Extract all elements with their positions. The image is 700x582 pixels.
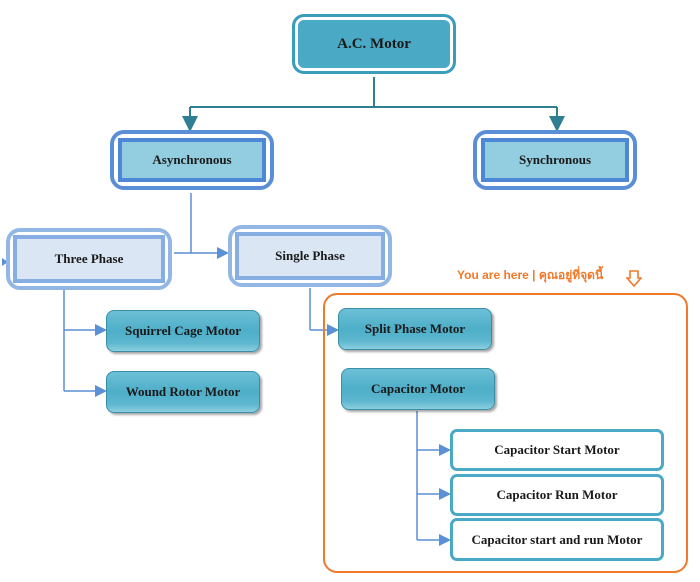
you-are-here-label: You are here | คุณอยู่ที่จุดนี้ <box>457 268 604 282</box>
node-capacitor-start-and-run-motor[interactable]: Capacitor start and run Motor <box>450 518 664 561</box>
node-split-phase-motor[interactable]: Split Phase Motor <box>338 308 492 350</box>
node-squirrel-cage-motor[interactable]: Squirrel Cage Motor <box>106 310 260 352</box>
node-label: A.C. Motor <box>337 35 411 52</box>
node-label: Capacitor Start Motor <box>494 442 620 457</box>
phase-connectors <box>2 193 451 546</box>
node-capacitor-start-motor[interactable]: Capacitor Start Motor <box>450 429 664 471</box>
down-arrow-icon <box>626 270 642 288</box>
node-ac-motor[interactable]: A.C. Motor <box>292 14 456 74</box>
node-synchronous[interactable]: Synchronous <box>473 130 637 190</box>
node-label: Split Phase Motor <box>364 321 466 336</box>
node-label: Squirrel Cage Motor <box>124 323 242 338</box>
node-label: Three Phase <box>54 251 124 266</box>
node-wound-rotor-motor[interactable]: Wound Rotor Motor <box>106 371 260 413</box>
node-label: Capacitor Motor <box>371 381 465 396</box>
root-connectors <box>182 77 565 132</box>
node-asynchronous[interactable]: Asynchronous <box>110 130 274 190</box>
node-three-phase[interactable]: Three Phase <box>6 228 172 290</box>
node-label: Capacitor start and run Motor <box>471 531 643 547</box>
node-label: Capacitor Run Motor <box>496 487 618 502</box>
node-label: Wound Rotor Motor <box>125 384 241 399</box>
node-label: Single Phase <box>275 248 345 263</box>
node-capacitor-run-motor[interactable]: Capacitor Run Motor <box>450 474 664 516</box>
node-single-phase[interactable]: Single Phase <box>228 225 392 287</box>
node-label: Asynchronous <box>152 152 232 167</box>
node-capacitor-motor[interactable]: Capacitor Motor <box>341 368 495 410</box>
node-label: Synchronous <box>518 152 591 167</box>
you-are-here-highlight <box>323 293 688 573</box>
